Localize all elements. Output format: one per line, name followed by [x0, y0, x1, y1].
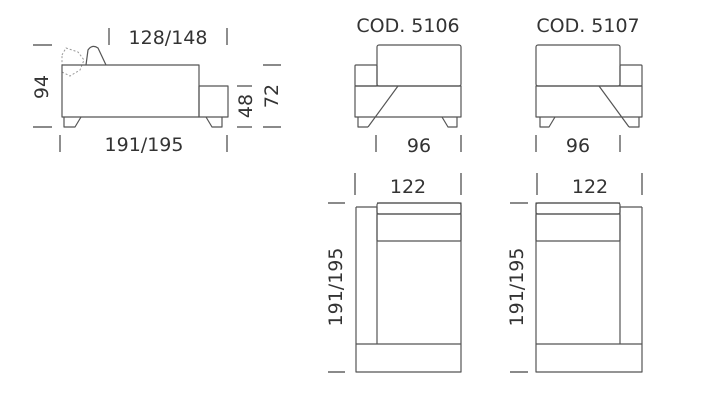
model-code: COD. 5106: [356, 15, 459, 37]
side-view: 128/148 94 191/195 48 72: [31, 27, 283, 156]
length-label: 191/195: [105, 134, 184, 156]
leg: [205, 116, 223, 128]
model-5106: COD. 5106 96 122 191/195: [325, 15, 462, 373]
front-width-label: 96: [566, 135, 590, 157]
reclined-headrest-outline: [61, 47, 85, 77]
seat-base-front: [354, 85, 462, 118]
chaise-edge: [598, 85, 630, 128]
model-code: COD. 5107: [536, 15, 639, 37]
top-width-label: 122: [572, 176, 608, 198]
seat-cushion-top: [535, 213, 621, 242]
back-cushion-top: [535, 202, 621, 215]
leg: [63, 116, 82, 128]
model-5107: COD. 5107 96 122 191/195: [506, 15, 643, 373]
top-width-label: 122: [390, 176, 426, 198]
front-width-label: 96: [407, 135, 431, 157]
seat-base-front: [535, 85, 643, 118]
leg: [357, 117, 368, 128]
backrest-front: [376, 44, 462, 87]
leg: [629, 117, 640, 128]
top-length-label: 191/195: [325, 248, 347, 327]
armrest-front: [354, 64, 378, 87]
leg: [539, 116, 556, 128]
chaise-outline-top: [535, 202, 643, 373]
chaise-outline-top: [355, 202, 462, 373]
chaise-edge: [367, 85, 399, 128]
arm-height-label: 72: [261, 84, 283, 108]
top-length-label: 191/195: [506, 248, 528, 327]
leg: [441, 116, 458, 128]
seat-cushion-top: [376, 213, 462, 242]
sofa-body-side: [61, 64, 200, 118]
armrest-front: [619, 64, 643, 87]
headrest: [85, 45, 107, 66]
seat-height-label: 48: [235, 94, 257, 118]
backrest-front: [535, 44, 621, 87]
back-cushion-top: [376, 202, 462, 215]
ottoman-side: [198, 85, 229, 118]
depth-label: 128/148: [129, 27, 208, 49]
height-label: 94: [31, 75, 53, 99]
